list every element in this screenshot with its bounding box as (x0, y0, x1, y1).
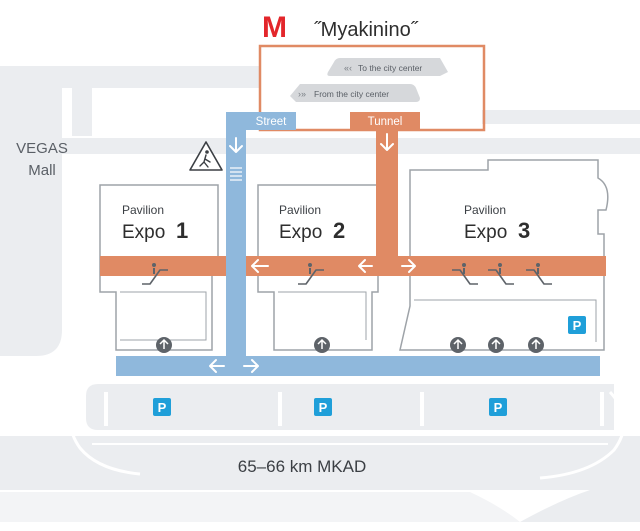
mall-name-line1: VEGAS (16, 140, 68, 157)
elevator-icon (528, 337, 544, 353)
parking-icon: P (314, 398, 332, 416)
stairs-icon (230, 167, 242, 181)
pavilion-3-label: Pavilion (464, 203, 506, 217)
parking-icon: P (568, 316, 586, 334)
pavilion-2-name: Expo (279, 222, 322, 243)
chevron-right-icon: ›» (298, 89, 306, 99)
train-to-center-label: To the city center (358, 63, 422, 73)
arrow-down-icon (229, 137, 243, 153)
parking-icon: P (153, 398, 171, 416)
direction-arrows (209, 133, 416, 373)
elevator-icons (156, 337, 544, 353)
arrow-left-icon (209, 359, 225, 373)
mall-name-line2: Mall (28, 162, 56, 179)
svg-text:P: P (158, 400, 167, 415)
station-name: ˝Myakinino˝ (314, 19, 419, 41)
pavilion-1-number: 1 (176, 218, 188, 243)
street-label: Street (256, 116, 287, 128)
escalator-icon (142, 269, 552, 285)
pavilion-3-number: 3 (518, 218, 530, 243)
parking-icon: P (489, 398, 507, 416)
escalator-person (152, 263, 540, 274)
tunnel-label: Tunnel (368, 116, 403, 128)
elevator-icon (450, 337, 466, 353)
pedestrian-warning-icon (189, 141, 223, 171)
road-curve-right (539, 390, 626, 480)
pavilion-3-name: Expo (464, 222, 507, 243)
elevator-icon (488, 337, 504, 353)
pavilion-1-name: Expo (122, 222, 165, 243)
pavilion-2-number: 2 (333, 218, 345, 243)
pavilion-buildings (99, 159, 609, 351)
road-label: 65–66 km MKAD (238, 457, 367, 476)
pavilion-1-label: Pavilion (122, 203, 164, 217)
arrow-down-icon (380, 133, 394, 151)
train-to-center: «‹ To the city center (327, 58, 448, 76)
chevron-left-icon: «‹ (344, 63, 352, 73)
street-route (116, 112, 600, 376)
train-from-center-label: From the city center (314, 89, 389, 99)
metro-logo-icon: M (262, 11, 287, 44)
elevator-icon (156, 337, 172, 353)
arrow-left-icon (358, 259, 373, 273)
svg-text:P: P (573, 318, 582, 333)
parking-separators (104, 388, 604, 426)
arrow-right-icon (401, 259, 416, 273)
pavilion-2-label: Pavilion (279, 203, 321, 217)
svg-text:P: P (319, 400, 328, 415)
elevator-icon (314, 337, 330, 353)
arrow-left-icon (251, 259, 269, 273)
train-from-center: ›» From the city center (290, 84, 420, 102)
road-curve-left (69, 391, 141, 476)
arrow-right-icon (243, 359, 259, 373)
svg-text:P: P (494, 400, 503, 415)
